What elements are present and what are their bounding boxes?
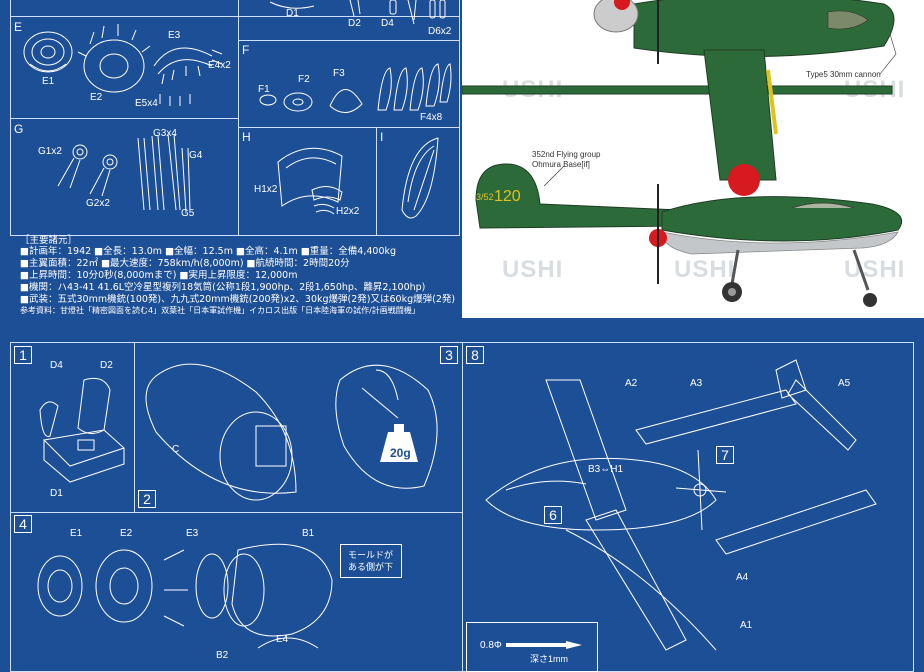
callout-cannon: Type5 30mm cannon	[806, 70, 881, 79]
part-label-g3: G3x4	[153, 128, 177, 139]
tail-code-prefix: 3/52	[476, 192, 494, 202]
section-letter-e: E	[14, 20, 23, 34]
part-label-f1: F1	[258, 84, 270, 95]
step-3-weight: 20g	[390, 446, 411, 460]
step-1-label-d1: D1	[50, 488, 63, 499]
step-4-note-line2: ある側が下	[348, 562, 394, 572]
step-8-drawing	[485, 359, 877, 651]
step-8-depth: 深さ1mm	[530, 654, 568, 664]
parts-d-drawing	[269, 0, 446, 25]
step-8-label-a1: A1	[740, 620, 753, 631]
step-1-drawing	[39, 377, 125, 483]
step-2-drawing	[145, 363, 297, 501]
watermark-4: USHI	[674, 256, 736, 283]
step-8-label-a4: A4	[736, 572, 749, 583]
part-label-e4: E4x2	[208, 60, 231, 71]
aircraft-profile-drawing	[462, 0, 903, 307]
steps-divider-1	[134, 342, 135, 512]
parts-i-drawing	[401, 137, 439, 219]
specs-line-4: ■機関：ハ43-41 41.6L空冷星型複列18気筒(公称1段1,900hp、2…	[20, 282, 426, 293]
divider-h3	[10, 118, 238, 119]
part-label-d1: D1	[286, 8, 299, 19]
step-4-label-e2: E2	[120, 528, 133, 539]
part-label-g2: G2x2	[86, 198, 110, 209]
step-3-drawing	[335, 364, 438, 489]
drill-bit-icon	[506, 641, 582, 649]
part-label-h1: H1x2	[254, 184, 278, 195]
part-label-d6: D6x2	[428, 26, 452, 37]
step-8-label-a5: A5	[838, 378, 851, 389]
part-label-f3: F3	[333, 68, 345, 79]
part-label-d2: D2	[348, 18, 361, 29]
step-2-label-c: C	[172, 444, 180, 455]
part-label-e3: E3	[168, 30, 181, 41]
specs-line-3: ■上昇時間：10分0秒(8,000mまで) ■実用上昇限度：12,000m	[20, 270, 298, 281]
step-8-label-b3-h1: B3⇔H1	[588, 464, 624, 475]
tail-code: 120	[494, 188, 521, 205]
steps-divider-3	[10, 512, 462, 513]
part-label-f4: F4x8	[420, 112, 443, 123]
step-8-sub7: 7	[716, 446, 734, 464]
parts-h-drawing	[277, 147, 343, 215]
divider-h1	[10, 16, 460, 17]
reference-note: 参考資料：甘燈社「精密図面を読む4」双葉社「日本軍試作機」イカロス出版「日本陸海…	[20, 306, 420, 315]
part-label-h2: H2x2	[336, 206, 360, 217]
divider-h2	[238, 40, 460, 41]
step-4-note-line1: モールドが	[348, 550, 394, 560]
parts-e-drawing	[23, 24, 223, 106]
step-8-label-a2: A2	[625, 378, 638, 389]
part-label-e5: E5x4	[135, 98, 158, 109]
step-8-drill: 0.8Φ	[480, 640, 502, 651]
divider-h4	[238, 127, 460, 128]
step-8-label-a3: A3	[690, 378, 703, 389]
callout-group-line2: Ohmura Base[if]	[532, 160, 590, 169]
step-4-label-b2: B2	[216, 650, 229, 661]
step-4-note-box	[340, 544, 402, 578]
steps-divider-2	[462, 342, 463, 672]
step-3-number: 3	[440, 346, 458, 364]
step-4-label-e1: E1	[70, 528, 83, 539]
step-4-label-b1: B1	[302, 528, 315, 539]
specs-heading: ［主要諸元］	[20, 235, 78, 246]
step-4-number: 4	[14, 515, 32, 533]
watermark-5: USHI	[844, 256, 906, 283]
part-label-g4: G4	[189, 150, 203, 161]
step-1-label-d4: D4	[50, 360, 63, 371]
step-8-sub6: 6	[544, 506, 562, 524]
specs-line-5: ■武装：五式30mm機銃(100発)、九九式20mm機銃(200発)x2、30k…	[20, 294, 456, 305]
parts-g-drawing	[57, 133, 191, 213]
step-4-label-e4: E4	[276, 634, 289, 645]
part-label-g1: G1x2	[38, 146, 62, 157]
part-label-d4: D4	[381, 18, 394, 29]
specs-line-1: ■計画年：1942 ■全長：13.0m ■全幅：12.5m ■全高：4.1m ■…	[20, 246, 397, 257]
part-label-e2: E2	[90, 92, 103, 103]
watermark-3: USHI	[502, 256, 564, 283]
divider-v2	[376, 127, 377, 236]
step-2-number: 2	[138, 490, 156, 508]
specs-line-2: ■主翼面積：22㎡ ■最大速度：758km/h(8,000m) ■航続時間：2時…	[20, 258, 350, 269]
callout-group-line1: 352nd Flying group	[532, 150, 601, 159]
part-label-e1: E1	[42, 76, 55, 87]
step-4-drawing	[37, 543, 333, 649]
section-letter-h: H	[242, 130, 251, 144]
parts-f-drawing	[259, 63, 452, 113]
part-label-f2: F2	[298, 74, 310, 85]
part-label-g5: G5	[181, 208, 195, 219]
step-1-number: 1	[14, 346, 32, 364]
section-letter-i: I	[380, 130, 384, 144]
section-letter-f: F	[242, 43, 250, 57]
divider-v	[238, 0, 239, 236]
section-letter-g: G	[14, 122, 24, 136]
step-8-number: 8	[466, 346, 484, 364]
color-profile-panel: USHI USHI USHI USHI USHI Type5 3	[462, 0, 924, 318]
step-4-label-e3: E3	[186, 528, 199, 539]
step-1-label-d2: D2	[100, 360, 113, 371]
